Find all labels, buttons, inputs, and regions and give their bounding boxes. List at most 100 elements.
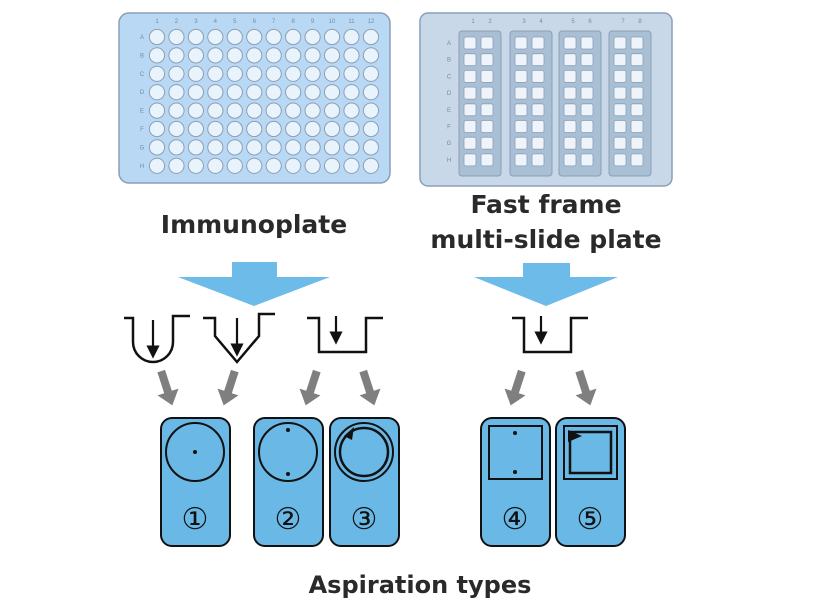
- blue-arrow-left: [178, 262, 330, 306]
- fastframe-col-3: 3: [522, 19, 526, 25]
- well-F12: [362, 120, 380, 138]
- fastframe-col-4: 4: [539, 19, 543, 25]
- well-square-4: [488, 425, 543, 480]
- well-H12: [362, 157, 380, 174]
- well-E11: [343, 102, 360, 119]
- slide-well-G3: [514, 136, 528, 150]
- point-top: [286, 428, 290, 432]
- well-A10: [323, 28, 341, 46]
- well-F3: [187, 120, 204, 138]
- slide-well-H2: [480, 153, 494, 167]
- slide-well-B8: [630, 53, 644, 67]
- fastframe-label-line1: Fast frame: [470, 190, 621, 219]
- well-G9: [304, 139, 321, 156]
- immunoplate-col-8: 8: [291, 19, 295, 25]
- immunoplate-col-10: 10: [329, 19, 336, 25]
- well-A9: [304, 28, 321, 46]
- slide-well-H7: [613, 153, 627, 167]
- sweep-arrowhead: [344, 427, 354, 440]
- well-H1: [148, 157, 166, 174]
- immunoplate-col-2: 2: [175, 19, 179, 25]
- well-B2: [168, 47, 185, 64]
- well-H5: [226, 157, 243, 174]
- well-C9: [304, 65, 321, 82]
- well-A4: [207, 28, 224, 46]
- immunoplate-row-E: E: [140, 109, 144, 115]
- well-E2: [168, 102, 185, 119]
- well-B4: [207, 47, 224, 64]
- slide-well-C8: [630, 70, 644, 83]
- slide-well-D4: [531, 86, 545, 100]
- slide-well-C1: [463, 70, 477, 83]
- pipette-arrows: [146, 316, 548, 359]
- well-B6: [246, 47, 263, 64]
- gray-arrow-3: [299, 369, 321, 406]
- well-B10: [323, 47, 341, 64]
- well-G2: [168, 139, 185, 156]
- well-D3: [187, 84, 204, 101]
- gray-arrow-6: [575, 369, 597, 406]
- square-sweep-path: [568, 430, 613, 475]
- slide-well-E4: [531, 103, 545, 117]
- well-G11: [343, 139, 360, 156]
- gray-arrow-1: [157, 369, 179, 406]
- well-D1: [148, 84, 166, 101]
- well-B5: [226, 47, 243, 64]
- slide-well-A4: [531, 36, 545, 50]
- slide-well-B6: [580, 53, 594, 67]
- v-bottom-well: [203, 312, 275, 364]
- slide-well-F2: [480, 120, 494, 133]
- immunoplate-label: Immunoplate: [161, 210, 347, 239]
- slide-well-D5: [563, 86, 577, 100]
- sweep-arrowhead: [568, 430, 582, 442]
- slide-well-C6: [580, 70, 594, 83]
- slide-well-G8: [630, 136, 644, 150]
- well-G12: [362, 139, 380, 156]
- well-F5: [226, 120, 243, 138]
- point-bottom: [286, 472, 290, 476]
- well-E6: [246, 102, 263, 119]
- well-A12: [362, 28, 380, 46]
- immunoplate-col-1: 1: [155, 19, 159, 25]
- well-square-5: [563, 425, 618, 480]
- slide-well-F1: [463, 120, 477, 133]
- center-point: [193, 450, 197, 454]
- immunoplate-col-5: 5: [233, 19, 237, 25]
- immunoplate-row-C: C: [140, 72, 145, 78]
- aspiration-type-2: ②: [253, 417, 324, 547]
- immunoplate-row-A: A: [140, 35, 144, 41]
- immunoplate-row-F: F: [140, 127, 144, 133]
- slide-well-B3: [514, 53, 528, 67]
- type-number-2: ②: [275, 502, 302, 537]
- well-F1: [148, 120, 166, 138]
- well-D7: [265, 84, 282, 101]
- slide-well-F8: [630, 120, 644, 133]
- card-1: [160, 417, 231, 547]
- fastframe-row-E: E: [447, 108, 451, 114]
- well-D11: [343, 84, 360, 101]
- slide-well-A1: [463, 36, 477, 50]
- slide-well-G6: [580, 136, 594, 150]
- slide-well-G4: [531, 136, 545, 150]
- circular-sweep-path: [338, 426, 390, 478]
- well-C1: [148, 65, 166, 82]
- well-C6: [246, 65, 263, 82]
- well-G5: [226, 139, 243, 156]
- well-G3: [187, 139, 204, 156]
- well-B1: [148, 47, 166, 64]
- well-C3: [187, 65, 204, 82]
- slide-1: [458, 30, 502, 177]
- immunoplate-col-4: 4: [214, 19, 218, 25]
- well-G1: [148, 139, 166, 156]
- point-top: [513, 431, 517, 435]
- well-B7: [265, 47, 282, 64]
- well-D10: [323, 84, 341, 101]
- slide-well-E7: [613, 103, 627, 117]
- well-circle-1: [165, 422, 225, 482]
